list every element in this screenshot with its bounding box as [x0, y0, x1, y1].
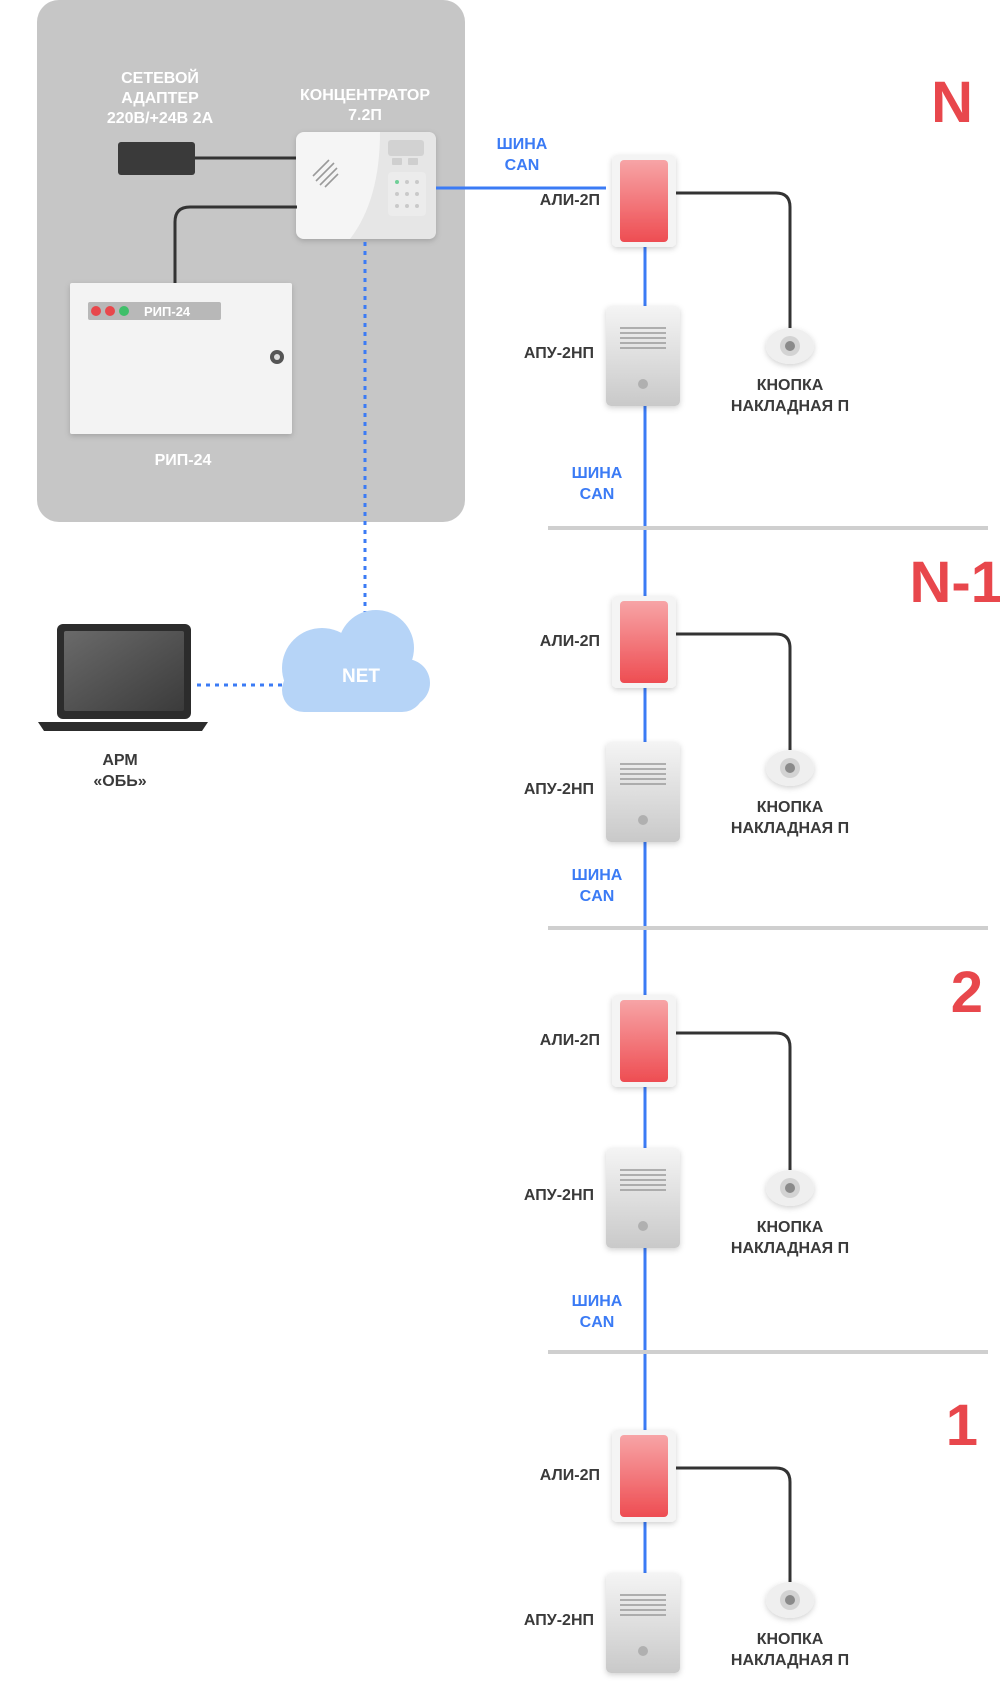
button-device-icon	[766, 1170, 814, 1206]
bus-label-line-2: CAN	[580, 888, 615, 905]
adapter-label-line-2: АДАПТЕР	[121, 90, 199, 107]
bus-label-line-2: CAN	[580, 1314, 615, 1331]
button-label-line-2: НАКЛАДНАЯ П	[731, 1652, 849, 1669]
net-cloud	[282, 610, 430, 712]
bus-label-line-1: ШИНА	[572, 867, 623, 884]
button-device-icon	[766, 328, 814, 364]
ali-2p-device	[612, 155, 676, 247]
network-adapter-label: СЕТЕВОЙ АДАПТЕР 220В/+24В 2А	[107, 68, 214, 127]
level-number: N-1	[910, 550, 1000, 615]
button-label-line-2: НАКЛАДНАЯ П	[731, 398, 849, 415]
hub-device	[296, 132, 436, 239]
network-adapter-device	[118, 142, 195, 175]
apu-label: АПУ-2НП	[524, 781, 594, 798]
level-number: N	[931, 70, 973, 135]
ali-label: АЛИ-2П	[540, 1467, 600, 1484]
arm-label-line-1: АРМ	[102, 752, 137, 769]
button-device-icon	[766, 750, 814, 786]
button-wire	[676, 632, 792, 750]
apu-label: АПУ-2НП	[524, 1187, 594, 1204]
ali-label: АЛИ-2П	[540, 1032, 600, 1049]
top-bus-label-line-2: CAN	[505, 157, 540, 174]
hub-to-rip-wire	[173, 205, 297, 283]
button-label-line-1: КНОПКА	[757, 799, 824, 816]
ali-2p-device	[612, 596, 676, 688]
ali-2p-device	[612, 1430, 676, 1522]
apu-2np-device	[606, 1573, 680, 1673]
button-label-line-1: КНОПКА	[757, 377, 824, 394]
button-label-line-2: НАКЛАДНАЯ П	[731, 1240, 849, 1257]
level-number: 1	[946, 1393, 978, 1458]
bus-label-line-1: ШИНА	[572, 1293, 623, 1310]
apu-label: АПУ-2НП	[524, 345, 594, 362]
ali-label: АЛИ-2П	[540, 192, 600, 209]
button-label-line-1: КНОПКА	[757, 1219, 824, 1236]
ali-label: АЛИ-2П	[540, 633, 600, 650]
rip-label: РИП-24	[155, 452, 212, 469]
rip-panel-text: РИП-24	[144, 304, 191, 319]
button-device-icon	[766, 1582, 814, 1618]
level-1: N АЛИ-2П АПУ-2НП КНОПКА НАКЛАДНАЯ П ШИНА CAN	[524, 70, 988, 530]
button-label-line-2: НАКЛАДНАЯ П	[731, 820, 849, 837]
bus-label-line-1: ШИНА	[572, 465, 623, 482]
button-label-line-1: КНОПКА	[757, 1631, 824, 1648]
bus-label-line-2: CAN	[580, 486, 615, 503]
apu-2np-device	[606, 1148, 680, 1248]
button-wire	[676, 1031, 792, 1170]
apu-label: АПУ-2НП	[524, 1612, 594, 1629]
level-number: 2	[951, 960, 983, 1025]
arm-label-line-2: «ОБЬ»	[93, 773, 146, 790]
hub-label-line-1: КОНЦЕНТРАТОР	[300, 87, 430, 104]
apu-2np-device	[606, 306, 680, 406]
equipment-group-panel	[37, 0, 465, 522]
button-wire	[676, 1466, 792, 1582]
rip-power-supply	[70, 283, 292, 434]
net-label: NET	[342, 666, 380, 687]
button-wire	[676, 191, 792, 328]
top-bus-label-line-1: ШИНА	[497, 136, 548, 153]
laptop-icon	[38, 624, 208, 731]
adapter-label-line-3: 220В/+24В 2А	[107, 110, 214, 127]
hub-label-line-2: 7.2П	[348, 107, 382, 124]
adapter-label-line-1: СЕТЕВОЙ	[121, 68, 199, 87]
apu-2np-device	[606, 742, 680, 842]
ali-2p-device	[612, 995, 676, 1087]
